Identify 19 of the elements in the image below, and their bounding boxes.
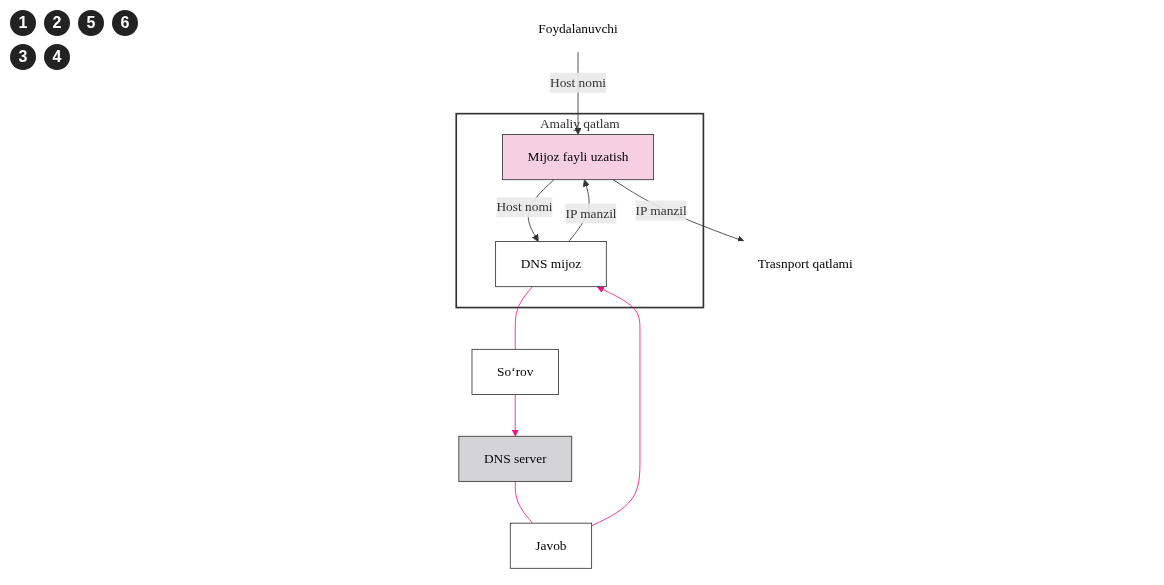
node-text: Foydalanuvchi	[538, 21, 618, 36]
node-box: DNS mijoz	[495, 241, 607, 288]
connector	[514, 480, 533, 524]
step-number: 2	[44, 10, 70, 36]
connector	[514, 286, 533, 350]
edge-label: Host nomi	[549, 75, 607, 90]
edge-label: IP manzil	[635, 203, 687, 218]
step-number: 4	[44, 44, 70, 70]
edge-label: IP manzil	[565, 205, 617, 221]
edge-label: Host nomi	[496, 199, 553, 214]
node-box: Javob	[509, 522, 593, 569]
step-number: 6	[112, 10, 138, 36]
node-box: DNS server	[458, 435, 573, 482]
step-number: 3	[10, 44, 36, 70]
step-number: 5	[78, 10, 104, 36]
step-number: 1	[10, 10, 36, 36]
node-box: So‘rov	[471, 348, 559, 395]
node-text: Trasnport qatlami	[757, 256, 853, 271]
node-box: Mijoz fayli uzatish	[502, 134, 654, 181]
